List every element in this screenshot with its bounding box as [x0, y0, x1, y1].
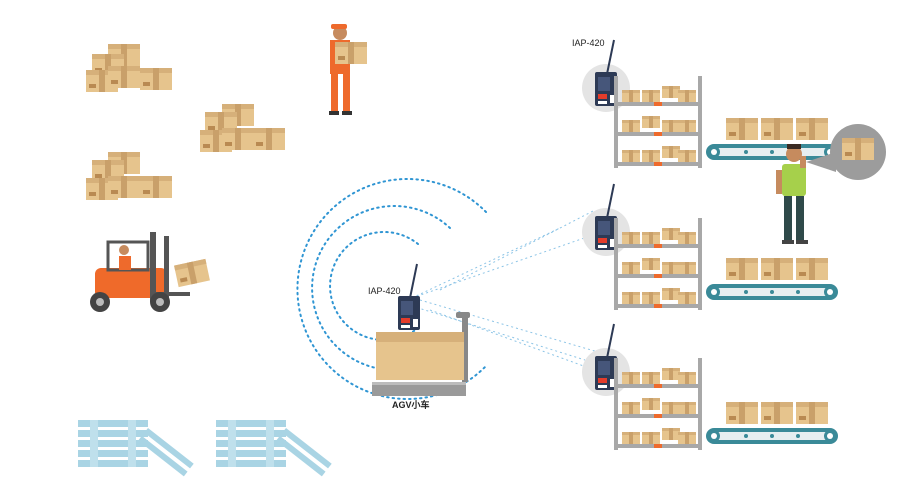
agv-cart-icon [372, 263, 470, 396]
box-stack-3 [86, 152, 172, 200]
worker-carrying-box [329, 24, 367, 115]
worker-with-phone [776, 124, 886, 244]
rack-row-1 [582, 39, 702, 168]
conveyor-3 [706, 402, 838, 444]
agv-caption: AGV小车 [392, 399, 430, 410]
wifi-signal-rings [296, 178, 487, 400]
top-router-label: IAP-420 [572, 38, 605, 48]
conveyor-1 [706, 118, 838, 160]
box-stack-1 [86, 44, 172, 92]
conveyor-2 [706, 258, 838, 300]
forklift-icon [90, 232, 210, 312]
box-stack-2 [200, 104, 285, 152]
pallet-stack-1 [78, 420, 194, 477]
rack-row-3 [582, 323, 702, 450]
agv-router-label: IAP-420 [368, 286, 401, 296]
signal-beams [411, 209, 601, 373]
rack-row-2 [582, 183, 702, 310]
pallet-stack-2 [216, 420, 332, 477]
